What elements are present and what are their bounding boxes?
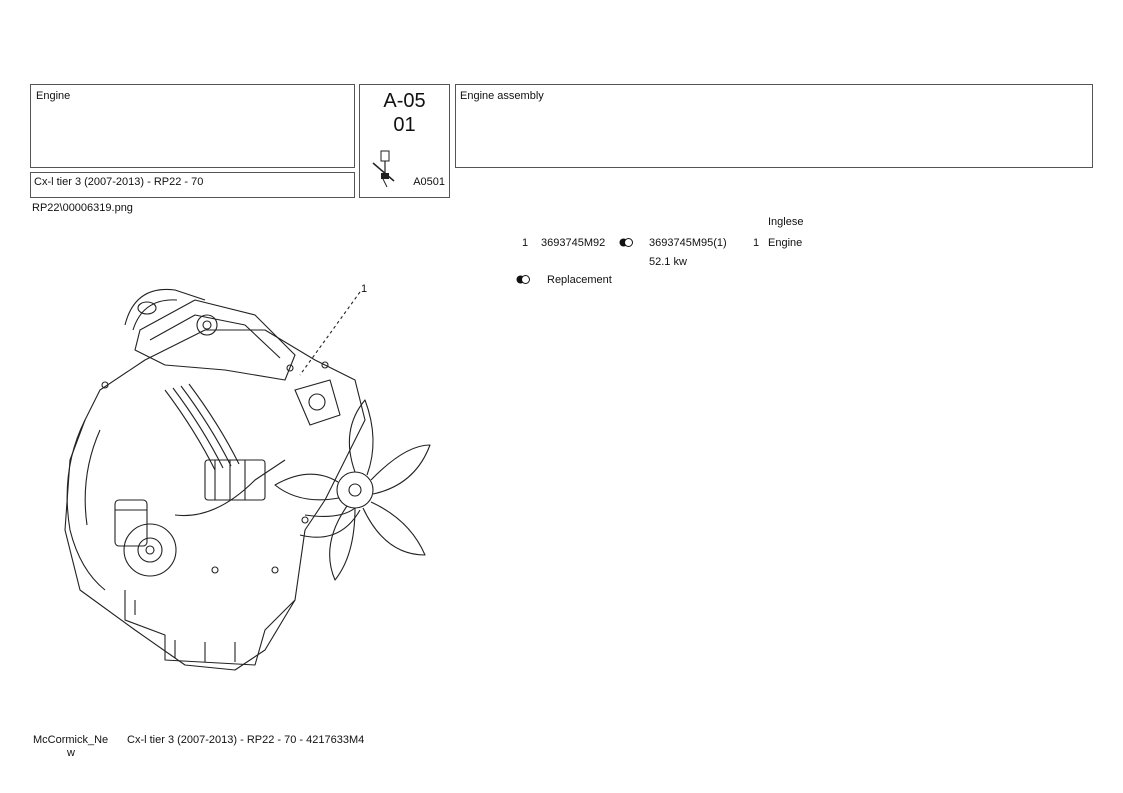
part-quantity: 1 xyxy=(753,237,760,249)
part-note: 52.1 kw xyxy=(649,256,687,268)
replacement-icon xyxy=(619,238,633,247)
section-title: Engine xyxy=(36,90,71,102)
language-label: Inglese xyxy=(768,216,804,228)
group-thumbnail-icon xyxy=(372,150,395,188)
footer-brand-wrap: w xyxy=(67,747,75,759)
model-label: Cx-l tier 3 (2007-2013) - RP22 - 70 xyxy=(34,176,204,188)
legend-label: Replacement xyxy=(547,274,612,286)
footer-doc-ref: Cx-l tier 3 (2007-2013) - RP22 - 70 - 42… xyxy=(127,734,365,746)
replacement-part-number[interactable]: 3693745M95(1) xyxy=(649,237,727,249)
group-code-box: A-05 01 A0501 xyxy=(359,84,450,198)
part-number[interactable]: 3693745M92 xyxy=(541,237,606,249)
section-box: Engine xyxy=(30,84,355,168)
group-code: A-05 xyxy=(383,90,426,112)
part-ref: 1 xyxy=(522,237,529,249)
title-box: Engine assembly xyxy=(455,84,1093,168)
replacement-icon xyxy=(516,275,530,284)
model-box: Cx-l tier 3 (2007-2013) - RP22 - 70 xyxy=(30,172,355,198)
group-subcode: 01 xyxy=(393,114,416,136)
diagram-callout-label[interactable]: 1 xyxy=(361,283,367,295)
engine-diagram: 1 xyxy=(64,283,431,671)
group-reference: A0501 xyxy=(413,176,445,188)
footer-brand: McCormick_Ne xyxy=(33,734,109,746)
image-path: RP22\00006319.png xyxy=(32,202,133,214)
page-title: Engine assembly xyxy=(460,90,544,102)
part-description: Engine xyxy=(768,237,803,249)
